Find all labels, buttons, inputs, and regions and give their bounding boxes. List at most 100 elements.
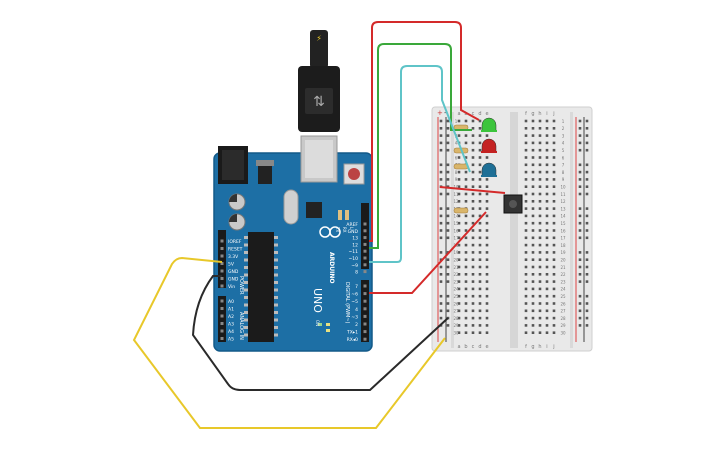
breadboard-hole [538,243,542,247]
breadboard-hole [471,148,475,152]
digital-header-pin[interactable] [363,307,367,311]
digital-header-pin[interactable] [363,299,367,303]
breadboard-hole [552,236,556,240]
row-number-right: 13 [560,206,566,211]
column-letter-top: e [485,111,488,117]
analog-header-pin[interactable] [220,299,224,303]
breadboard-hole [552,294,556,298]
breadboard-hole [524,243,528,247]
digital-header-pin[interactable] [363,270,367,274]
row-number-right: 28 [560,316,566,321]
rail-hole [446,119,450,123]
breadboard-hole [552,156,556,159]
breadboard-hole [471,192,475,196]
breadboard-hole [478,221,482,225]
power-header-pin[interactable] [220,254,224,258]
analog-header-pin[interactable] [220,329,224,333]
breadboard-hole [545,316,549,320]
power-header [218,230,226,288]
breadboard-hole [538,119,542,123]
chip-pin [274,273,278,277]
breadboard-hole [531,192,535,196]
digital-header-pin[interactable] [363,292,367,296]
breadboard-hole [531,258,535,261]
breadboard-hole [478,243,482,247]
breadboard-hole [538,331,542,334]
power-header-pin[interactable] [220,262,224,265]
digital-header-pin[interactable] [363,242,367,246]
row-number-right: 10 [560,185,566,190]
breadboard-hole [464,258,468,261]
analog-header-pin[interactable] [220,314,224,318]
row-number-left: 20 [453,258,459,263]
digital-pin-label: 8 [355,270,358,276]
analog-header-pin[interactable] [220,337,224,340]
power-header-label: POWER [238,276,244,295]
breadboard-hole [464,185,468,188]
pushbutton-cap[interactable] [509,200,517,208]
power-header-pin[interactable] [220,239,224,243]
power-header-pin[interactable] [220,277,224,280]
row-number-right: 29 [560,323,566,328]
green-led-rim [481,130,497,132]
digital-header-pin[interactable] [363,229,367,233]
power-header-pin[interactable] [220,284,224,288]
rail-hole [578,309,582,313]
breadboard-hole [524,265,528,269]
breadboard-hole [485,309,489,313]
rail-minus-label: - [444,109,447,117]
power-pin-label: IOREF [228,239,242,245]
analog-header-pin[interactable] [220,307,224,310]
digital-header-pin[interactable] [363,330,367,334]
breadboard-hole [524,221,528,225]
breadboard-hole [478,200,482,203]
breadboard-hole [552,207,556,210]
rail-hole [585,302,589,305]
digital-header-pin[interactable] [363,322,367,326]
power-header-pin[interactable] [220,269,224,273]
breadboard-hole [531,229,535,232]
breadboard-hole [545,170,549,174]
digital-header-pin[interactable] [363,256,367,260]
row-number-right: 23 [560,279,566,284]
breadboard-hole [545,119,549,123]
digital-header-pin[interactable] [363,222,367,226]
board-led-label: L [349,227,354,230]
breadboard-hole [524,316,528,320]
power-header-pin[interactable] [220,247,224,250]
rail-hole [578,324,582,327]
atmega-microcontroller [248,232,274,342]
row-number-right: 18 [560,243,566,248]
digital-header-pin[interactable] [363,284,367,288]
digital-header-pin[interactable] [363,314,367,318]
reset-button-cap[interactable] [348,168,360,180]
rail-hole [439,163,443,167]
chip-pin [274,311,278,314]
column-letter-bottom: f [525,344,527,350]
breadboard-hole [545,294,549,298]
breadboard-hole [464,302,468,305]
breadboard-hole [538,324,542,327]
breadboard-hole [457,280,461,283]
digital-pin-label: RX◂0 [347,337,358,343]
rail-hole [439,229,443,232]
digital-header-pin[interactable] [363,236,367,240]
breadboard-hole [478,287,482,291]
row-number-right: 8 [562,170,565,175]
breadboard-hole [457,134,461,137]
digital-header-pin[interactable] [363,249,367,253]
rail-hole [439,258,443,261]
rail-hole [439,302,443,305]
breadboard-hole [457,273,461,276]
breadboard-hole [538,192,542,196]
breadboard-hole [464,119,468,123]
row-number-right: 21 [560,265,566,270]
breadboard-hole [485,156,489,159]
digital-header-pin[interactable] [363,337,367,341]
breadboard-hole [464,273,468,276]
breadboard-hole [471,265,475,269]
breadboard-hole [471,258,475,261]
analog-header-pin[interactable] [220,322,224,325]
digital-header-pin[interactable] [363,263,367,267]
rail-hole [439,214,443,218]
